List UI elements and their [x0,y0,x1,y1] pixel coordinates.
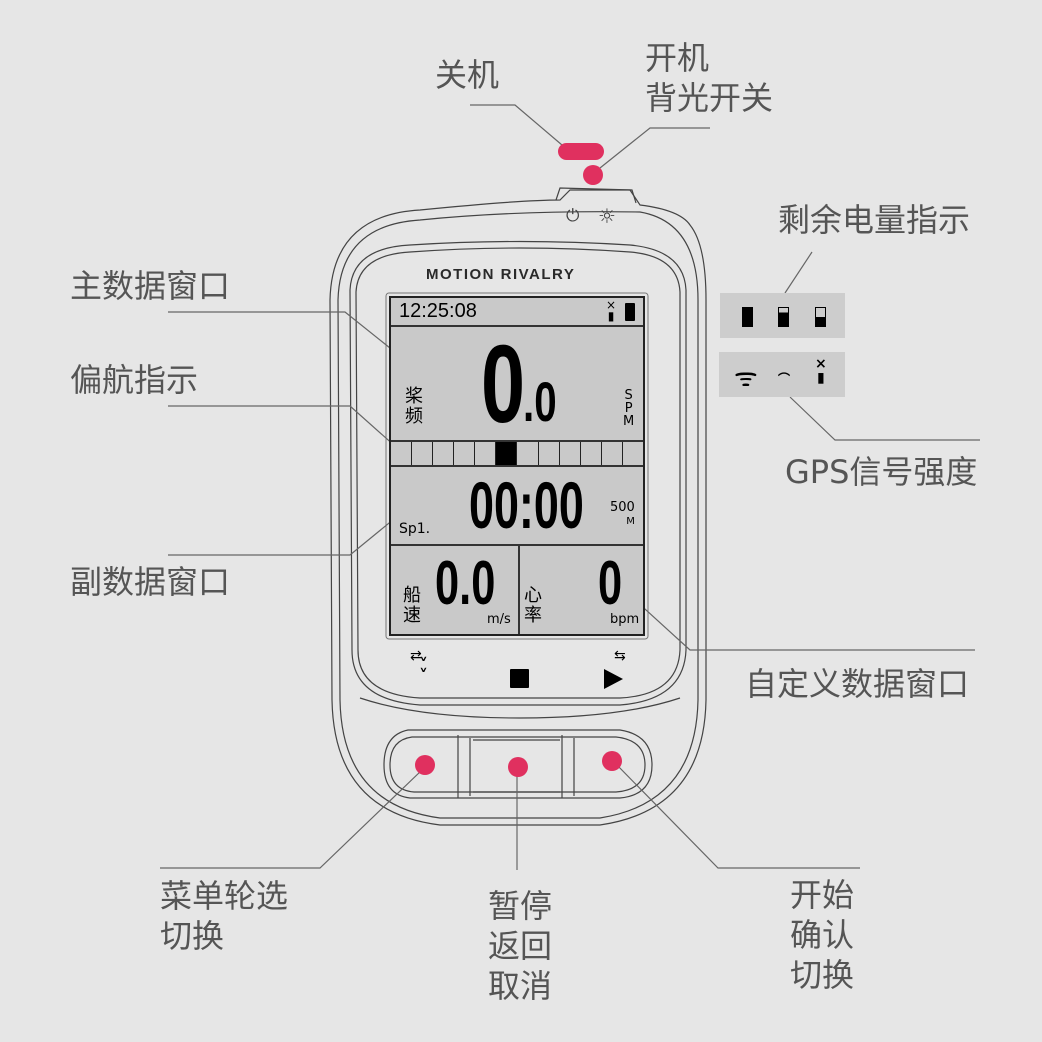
label-main-window: 主数据窗口 [70,267,231,305]
main-value-decimal: .0 [523,370,557,433]
heading-cell [516,442,537,465]
label-sub-window: 副数据窗口 [70,563,231,601]
heading-cell [432,442,453,465]
label-custom-window: 自定义数据窗口 [745,665,970,703]
start-button[interactable] [602,751,622,771]
label-pause-button: 暂停返回取消 [488,887,553,1005]
heading-cell [453,442,474,465]
heart-rate-value: 0 [598,549,623,618]
label-gps: GPS信号强度 [785,453,978,491]
gps-disconnected-icon: ×▮ [815,356,827,386]
play-icon [604,669,623,689]
label-power-on: 开机背光开关 [645,39,774,117]
boat-speed-unit: m/s [487,612,511,627]
heading-cell-active [495,442,517,465]
sub-label: Sp1. [399,521,431,537]
label-heading: 偏航指示 [70,361,199,399]
gps-weak-icon: ⌒ [778,372,791,386]
sensor-disconnected-icon: ×▮ [606,298,617,323]
heading-cell [600,442,622,465]
heading-cell [537,442,559,465]
heart-rate-label: 心率 [524,585,542,626]
power-on-button-marker[interactable] [583,165,603,185]
menu-button[interactable] [415,755,435,775]
pause-button[interactable] [508,757,528,777]
brand-logo: MOTION RIVALRY [426,266,576,283]
heading-cell [621,442,643,465]
power-icon: ⏻ [566,206,580,226]
battery-levels-box [720,293,845,338]
heading-indicator [391,442,643,467]
switch-arrows-icon: ⇆ [614,648,626,664]
custom-window-right: 心率 0 bpm [520,546,643,634]
boat-speed-label: 船速 [403,585,421,626]
custom-window-left: 船速 0.0 m/s [391,546,520,634]
battery-icon [625,303,635,321]
heading-cell [558,442,580,465]
heading-cell [474,442,495,465]
power-off-button-marker[interactable] [558,143,604,160]
main-value: 0 [481,323,526,446]
stop-icon [510,669,529,688]
gps-strong-icon: ᯤ [734,363,758,393]
label-menu-button: 菜单轮选切换 [160,877,289,955]
gps-levels-box: ᯤ ⌒ ×▮ [719,352,845,397]
battery-full-icon [742,307,753,327]
heading-cell [411,442,432,465]
switch-arrows-icon: ⇄ [410,648,422,664]
label-power-off: 关机 [435,56,500,94]
chevrons-down-icon: ˅˅ [419,655,428,687]
status-bar: 12:25:08 ×▮ [391,298,643,327]
heart-rate-unit: bpm [610,612,640,627]
clock: 12:25:08 [399,300,477,322]
battery-low-icon [815,307,826,327]
sub-value: 00:00 [469,468,584,542]
label-start-button: 开始确认切换 [790,876,855,994]
heading-cell [391,442,411,465]
battery-mid-icon [778,307,789,327]
main-label: 桨频 [405,386,423,427]
label-battery: 剩余电量指示 [778,201,971,239]
sun-icon: ☼ [598,204,616,228]
boat-speed-value: 0.0 [435,549,496,618]
heading-cell [579,442,601,465]
